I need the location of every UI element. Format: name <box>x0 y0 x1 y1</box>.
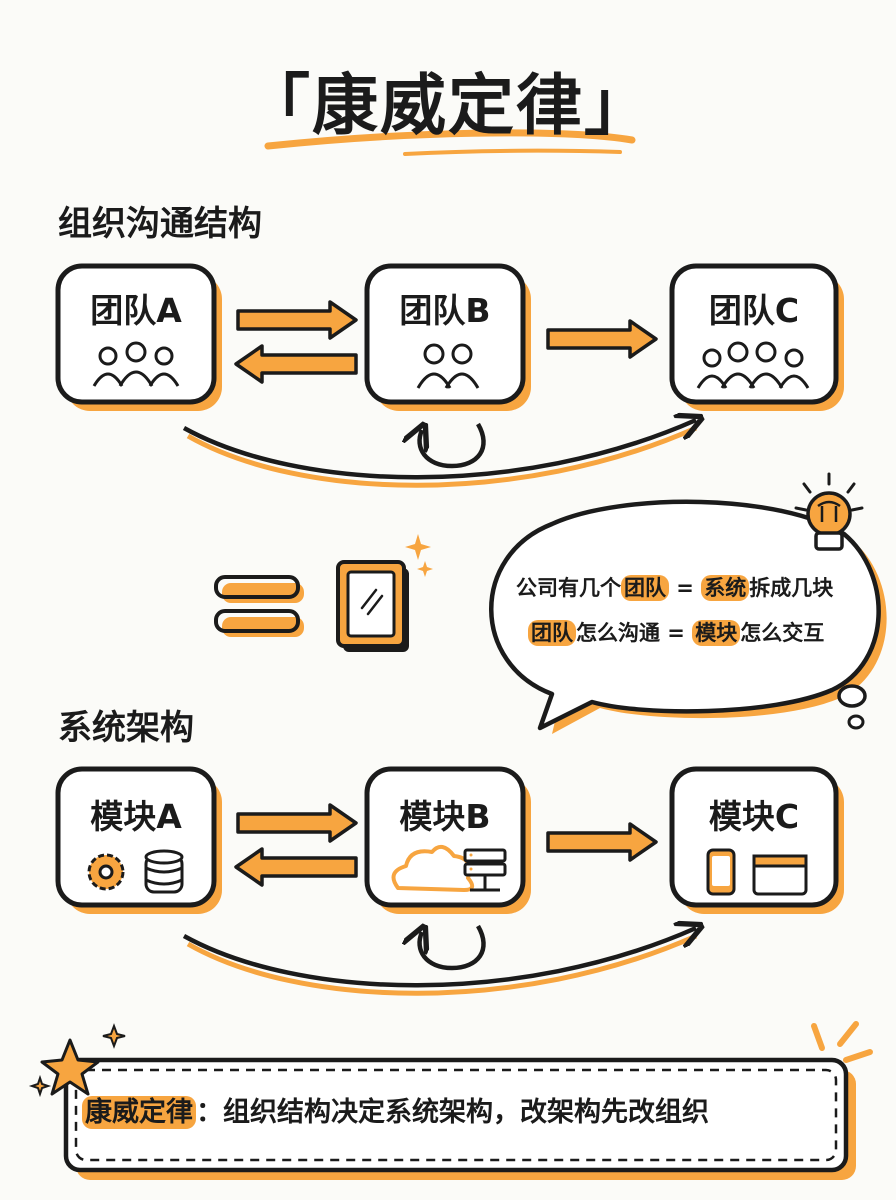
bubble-highlight-team-2: 团队 <box>528 620 576 646</box>
summary-highlight: 康威定律 <box>82 1096 196 1129</box>
bubble-line-2: 团队怎么沟通 = 模块怎么交互 <box>528 617 824 647</box>
bubble-highlight-module: 模块 <box>692 620 741 646</box>
module-b-label: 模块B <box>399 797 491 836</box>
bubble-line-1-equals: = <box>669 576 702 600</box>
module-a-label: 模块A <box>90 797 182 836</box>
arrow-module-b-to-c <box>546 822 658 862</box>
server-icon <box>463 848 507 892</box>
star-icon <box>28 1023 126 1098</box>
bubble-highlight-system: 系统 <box>701 575 750 601</box>
bubble-line-1-part-a: 公司有几个 <box>516 576 621 600</box>
curve-arrow-module-a-to-c-shadow <box>186 933 698 996</box>
bubble-highlight-team: 团队 <box>621 575 669 601</box>
team-b-label: 团队B <box>399 291 491 330</box>
bubble-line-1: 公司有几个团队 = 系统拆成几块 <box>516 572 833 602</box>
arrow-module-b-to-a <box>234 847 358 887</box>
team-b-box <box>364 263 531 411</box>
self-loop-b <box>420 424 486 469</box>
org-section-heading: 组织沟通结构 <box>58 204 262 244</box>
self-loop-module-b <box>420 926 486 971</box>
summary-box <box>63 1057 856 1180</box>
team-a-label: 团队A <box>90 291 182 330</box>
title-underline-2 <box>403 148 622 156</box>
equals-sign <box>214 575 304 637</box>
bubble-line-2-part-b: 怎么沟通 = <box>576 621 693 645</box>
browser-window-icon <box>752 854 808 896</box>
bubble-line-2-part-d: 怎么交互 <box>740 621 825 645</box>
summary-body: ：组织结构决定系统架构，改架构先改组织 <box>196 1097 709 1128</box>
database-icon <box>144 849 184 894</box>
burst-lines <box>811 1021 873 1063</box>
curve-arrow-a-to-c <box>182 420 696 480</box>
page-title: 「康威定律」 <box>244 67 652 144</box>
speech-bubble <box>489 499 887 734</box>
three-people-icon <box>92 341 180 387</box>
arrow-module-a-to-b <box>236 803 358 843</box>
arrow-a-to-b <box>236 300 358 340</box>
curve-arrow-module-a-to-c <box>182 928 696 988</box>
team-c-label: 团队C <box>708 291 800 330</box>
cloud-icon <box>391 844 475 892</box>
arrow-b-to-a <box>234 344 358 384</box>
two-people-icon <box>416 343 480 389</box>
phone-icon <box>706 848 736 896</box>
arrow-b-to-c <box>546 319 658 359</box>
mirror-icon <box>336 560 409 652</box>
team-a-box <box>55 263 222 411</box>
light-bulb-icon <box>794 472 864 551</box>
sparkle-icon <box>405 534 433 577</box>
four-people-icon <box>696 341 810 389</box>
summary-text: 康威定律：组织结构决定系统架构，改架构先改组织 <box>82 1090 709 1129</box>
curve-arrow-a-to-c-shadow <box>186 425 698 488</box>
title-underline <box>264 129 636 150</box>
arch-section-heading: 系统架构 <box>58 708 194 748</box>
gear-icon <box>87 853 125 891</box>
bubble-line-1-part-e: 拆成几块 <box>749 576 834 600</box>
module-c-label: 模块C <box>708 797 800 836</box>
